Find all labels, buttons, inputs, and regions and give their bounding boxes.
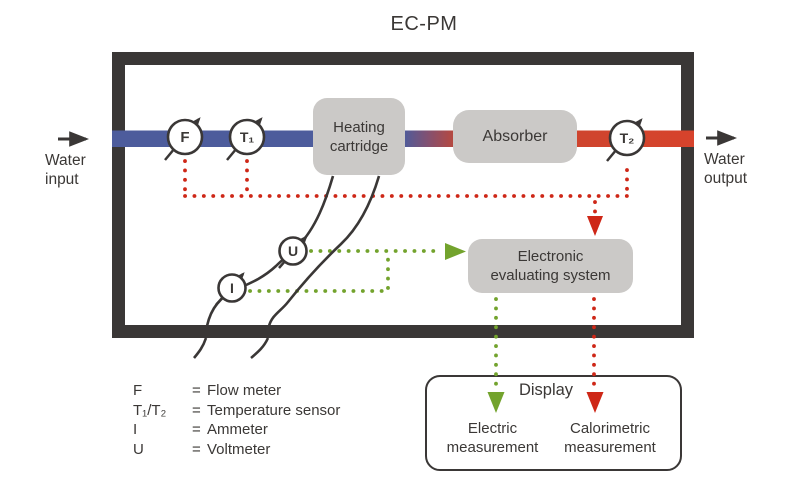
t2-dial <box>608 119 646 157</box>
legend-name-flowmeter: Flow meter <box>207 382 282 399</box>
legend-name-tempsensor: Temperature sensor <box>207 401 341 419</box>
absorber-label: Absorber <box>482 128 548 145</box>
water-output-line1: Water <box>704 151 745 168</box>
legend-sym-f: F <box>133 382 143 399</box>
calorimeter-wall <box>112 52 694 338</box>
voltmeter-letter: U <box>287 243 299 259</box>
water-input-line1: Water <box>45 152 86 169</box>
legend-eq-4: = <box>192 440 201 458</box>
voltmeter-dial <box>278 236 308 266</box>
t1-dial <box>228 118 266 156</box>
heating-cartridge-label: Heating cartridge <box>329 118 389 155</box>
electronic-system-label: Electronic evaluating system <box>490 248 611 284</box>
red-arrowhead-into-system-icon <box>587 216 603 236</box>
water-output-line2: output <box>704 170 748 187</box>
legend-sym-i: I <box>133 421 138 438</box>
legend-sym-t: T₁/T₂ <box>133 401 167 419</box>
red-signal-lines <box>183 159 629 391</box>
water-output-label: Water output <box>704 150 774 188</box>
t2-letter: T₂ <box>619 130 635 146</box>
legend-sym-u: U <box>133 440 144 458</box>
green-signal-lines <box>248 249 498 391</box>
heater-wire-left <box>205 175 335 327</box>
water-input-line2: input <box>45 171 79 188</box>
diagram-title: EC-PM <box>390 13 458 35</box>
heater-wire-right-tail <box>250 337 270 359</box>
legend: F = Flow meter T₁/T₂ = Temperature senso… <box>133 381 373 459</box>
heater-wire-left-tail <box>193 337 208 359</box>
legend-name-voltmeter: Voltmeter <box>207 440 271 458</box>
display-title: Display <box>518 381 574 399</box>
flow-meter-dial <box>166 118 204 156</box>
display-box <box>425 375 682 471</box>
legend-eq-3: = <box>192 421 201 438</box>
flow-meter-letter: F <box>180 129 190 146</box>
green-arrowhead-electric-icon <box>487 392 505 413</box>
ammeter-letter: I <box>230 280 234 296</box>
gauge-dials <box>166 118 646 303</box>
calorimetric-measurement-label: Calorimetric measurement <box>564 420 656 456</box>
green-arrowhead-into-system-icon <box>445 243 466 260</box>
t1-letter: T₁ <box>239 129 255 145</box>
red-arrowhead-calorimetric-icon <box>586 392 604 413</box>
heater-wire-right <box>267 175 381 327</box>
legend-eq-2: = <box>192 401 201 419</box>
water-input-label: Water input <box>45 151 107 189</box>
absorber-box: Absorber <box>453 110 577 163</box>
ammeter-dial <box>217 273 247 303</box>
legend-eq-1: = <box>192 382 201 399</box>
electronic-system-box: Electronic evaluating system <box>468 239 633 293</box>
electric-measurement-label: Electric measurement <box>446 420 539 456</box>
heating-cartridge-box: Heating cartridge <box>313 98 405 175</box>
legend-name-ammeter: Ammeter <box>207 421 268 438</box>
